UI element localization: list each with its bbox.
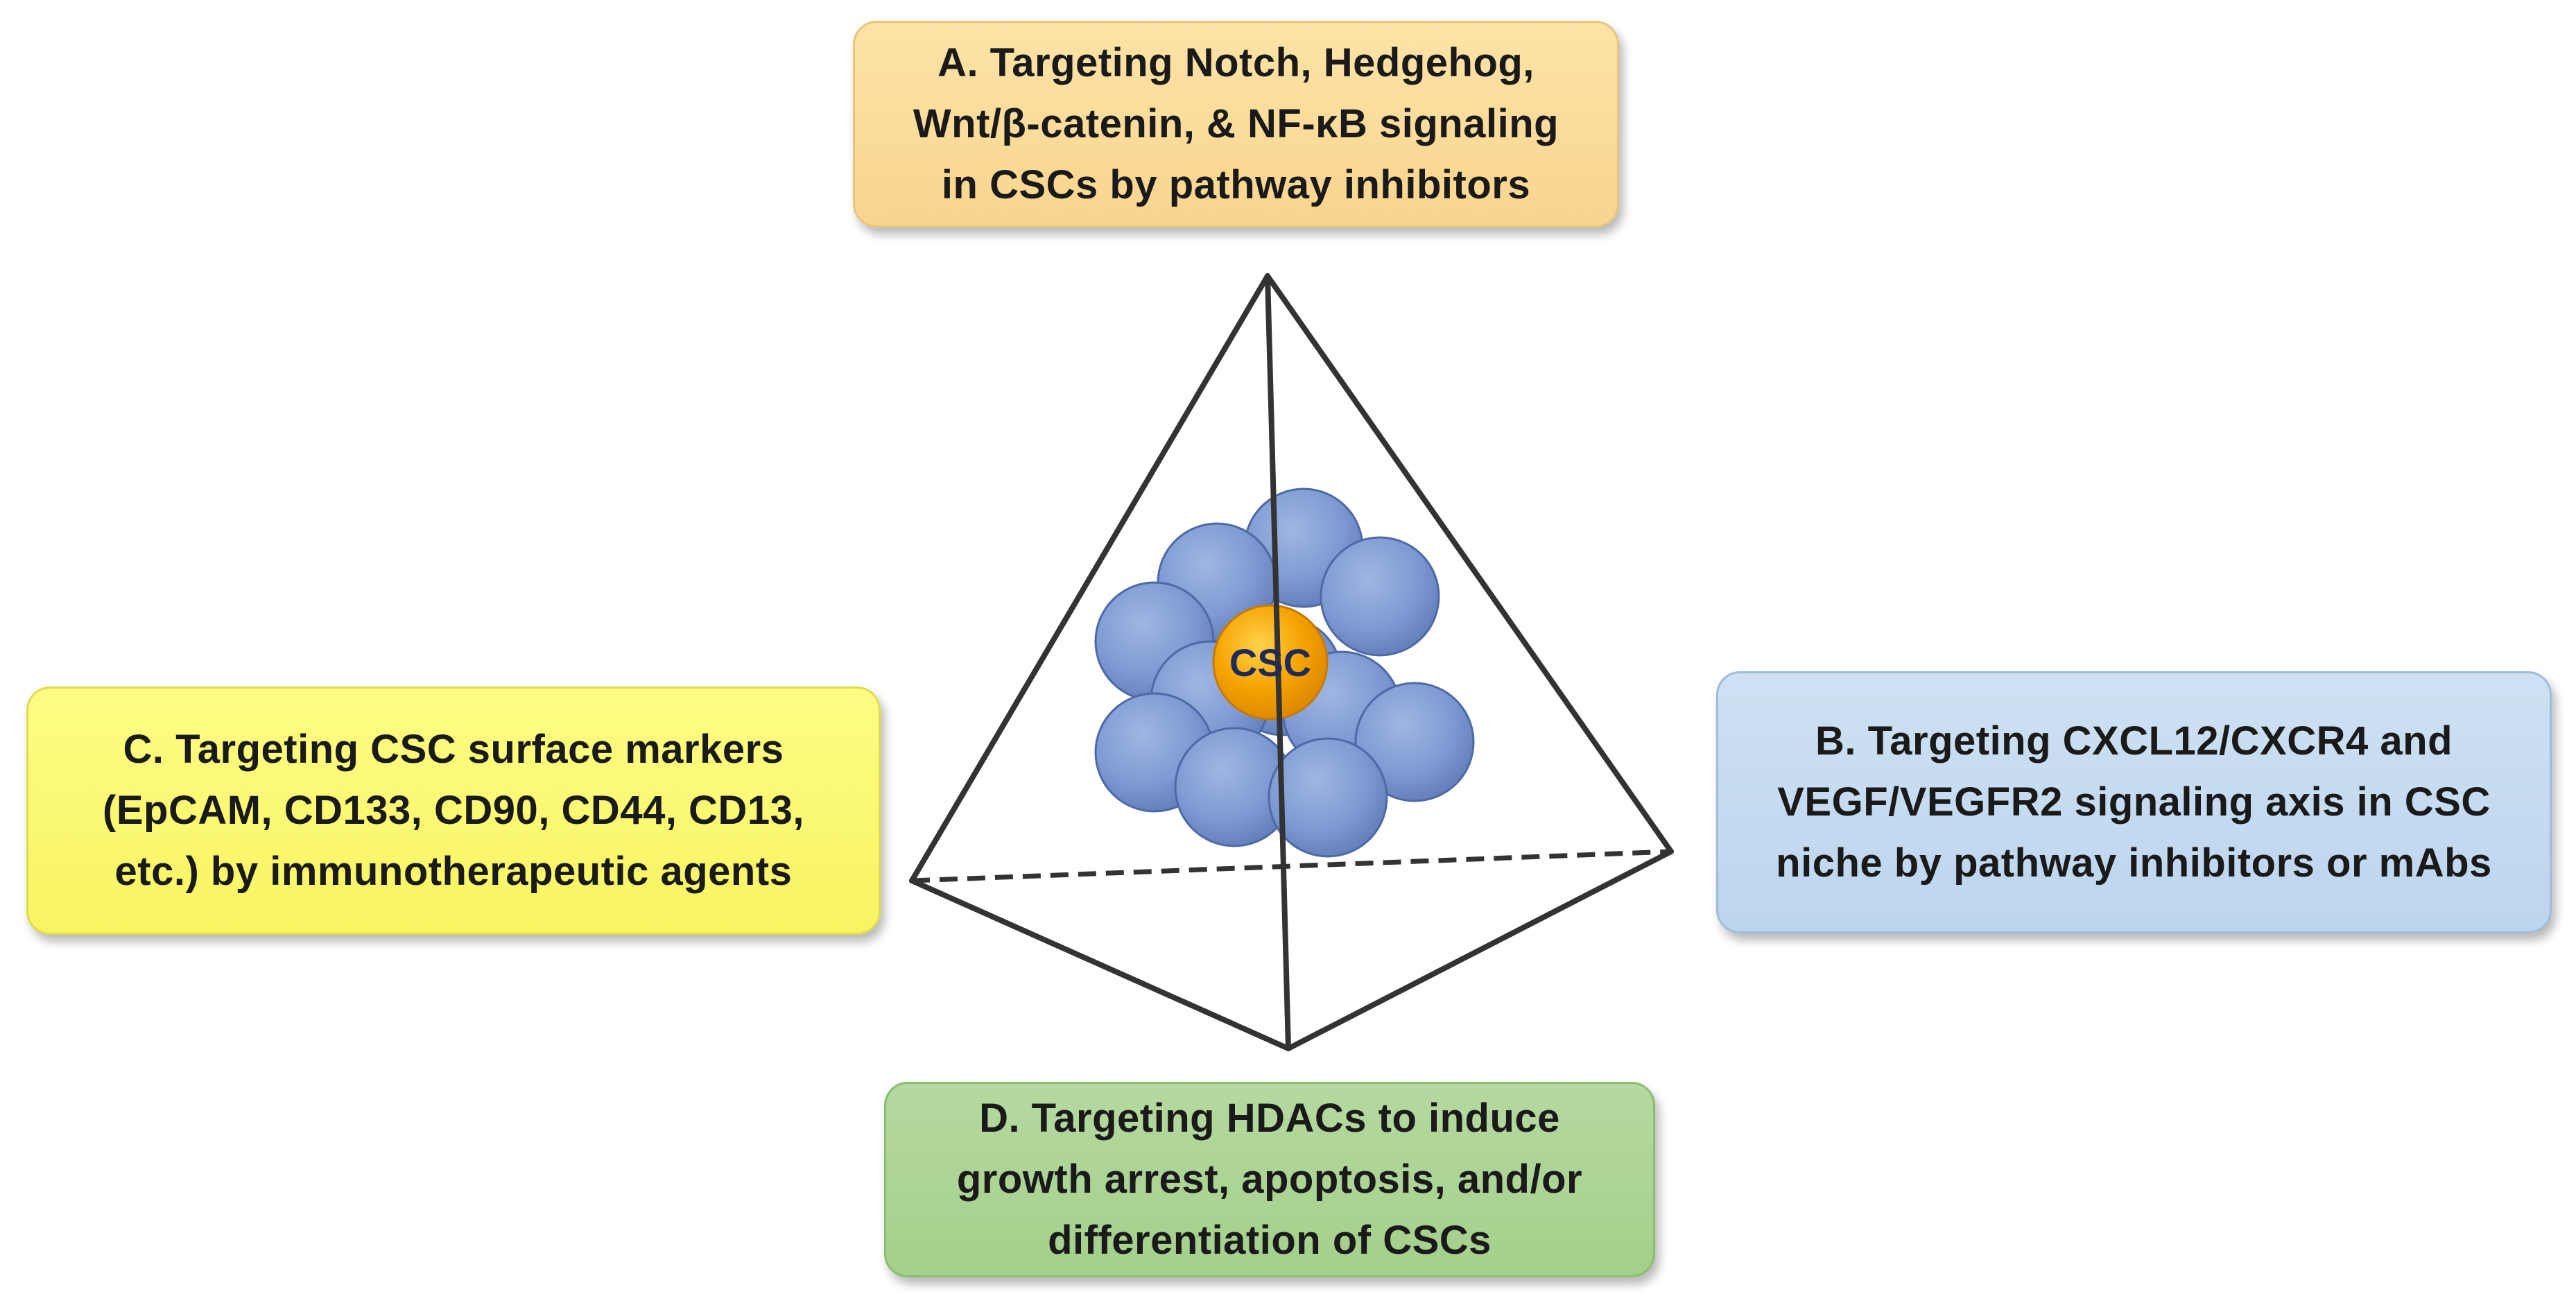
pyramid-edge-left-front <box>909 878 1291 1051</box>
panel-d-line-1: D. Targeting HDACs to induce <box>979 1096 1560 1141</box>
panel-d-line-3: differentiation of CSCs <box>1048 1218 1492 1263</box>
panel-a-text: A. Targeting Notch, Hedgehog, Wnt/β-cate… <box>913 33 1559 216</box>
pyramid-edge-apex-front <box>1265 273 1291 1051</box>
panel-b-line-1: B. Targeting CXCL12/CXCR4 and <box>1815 718 2453 764</box>
panel-d-text: D. Targeting HDACs to induce growth arre… <box>957 1088 1582 1271</box>
pyramid-edges <box>909 273 1674 1051</box>
cell <box>1268 737 1388 858</box>
pyramid-edge-right-front <box>1286 849 1674 1051</box>
panel-c-line-1: C. Targeting CSC surface markers <box>123 727 784 772</box>
panel-b-line-2: VEGF/VEGFR2 signaling axis in CSC <box>1777 779 2491 825</box>
pyramid-edge-apex-left <box>909 273 1270 883</box>
panel-c-surface-markers: C. Targeting CSC surface markers (EpCAM,… <box>26 687 881 935</box>
panel-a-line-3: in CSCs by pathway inhibitors <box>941 162 1531 207</box>
panel-c-text: C. Targeting CSC surface markers (EpCAM,… <box>103 719 804 902</box>
pyramid-hidden-edge <box>911 849 1672 883</box>
panel-b-text: B. Targeting CXCL12/CXCR4 and VEGF/VEGFR… <box>1776 711 2492 894</box>
panel-c-line-3: etc.) by immunotherapeutic agents <box>114 849 793 894</box>
panel-b-cxcl12-vegf: B. Targeting CXCL12/CXCR4 and VEGF/VEGFR… <box>1716 671 2552 933</box>
cell <box>1320 536 1440 657</box>
panel-d-line-2: growth arrest, apoptosis, and/or <box>956 1157 1583 1202</box>
cell <box>1354 682 1475 802</box>
csc-cell-cluster <box>1094 488 1475 858</box>
panel-c-line-2: (EpCAM, CD133, CD90, CD44, CD13, <box>103 788 804 833</box>
csc-core-cell <box>1212 604 1329 721</box>
panel-a-line-1: A. Targeting Notch, Hedgehog, <box>937 40 1535 85</box>
panel-a-notch-hedgehog-wnt: A. Targeting Notch, Hedgehog, Wnt/β-cate… <box>853 21 1619 227</box>
panel-b-line-3: niche by pathway inhibitors or mAbs <box>1776 840 2492 886</box>
panel-d-hdacs: D. Targeting HDACs to induce growth arre… <box>884 1082 1655 1277</box>
pyramid-edge-apex-right <box>1265 273 1674 854</box>
csc-label: CSC <box>1229 641 1311 684</box>
panel-a-line-2: Wnt/β-catenin, & NF-κB signaling <box>913 101 1559 146</box>
